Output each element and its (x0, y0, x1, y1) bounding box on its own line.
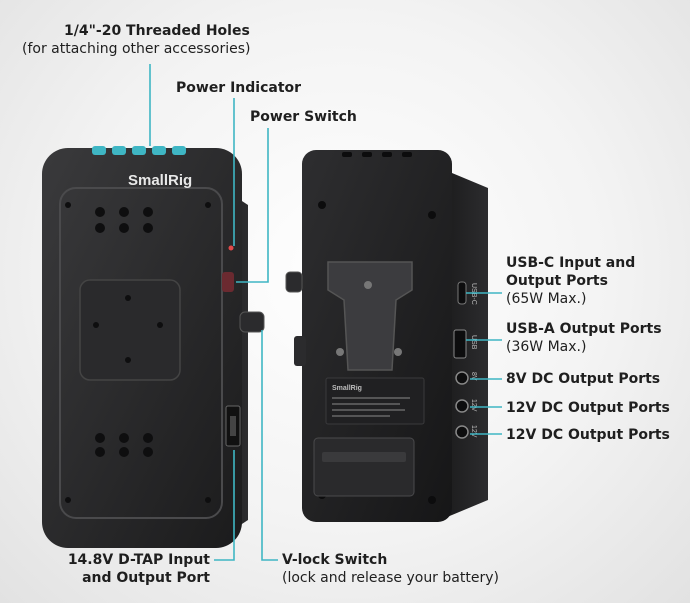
callout-lines (149, 64, 502, 561)
svg-text:12V: 12V (470, 425, 477, 438)
callout-line-dtap (214, 450, 235, 561)
callout-usb-a-note: (36W Max.) (506, 339, 587, 355)
dc-12v-port-b (455, 425, 469, 439)
svg-text:8V: 8V (470, 372, 477, 381)
screw-holes-upper (65, 202, 211, 233)
callout-line-vlock (261, 330, 278, 561)
screw-holes-lower (65, 433, 211, 503)
smallrig-logo: SmallRig (128, 172, 192, 189)
left-battery-plate: SmallRig (42, 146, 265, 548)
locking-knob[interactable] (239, 311, 265, 333)
center-mount-recess (79, 279, 181, 381)
usb-c-port (457, 281, 467, 305)
threaded-hole (92, 146, 106, 155)
svg-text:USB-C: USB-C (470, 283, 477, 305)
v-lock-latch[interactable] (313, 437, 415, 497)
right-knob[interactable] (285, 271, 303, 293)
threaded-hole (152, 146, 166, 155)
callout-line-power-switch (236, 128, 269, 283)
right-battery-plate: SmallRig USB-C USB 8V 12V 12V (285, 150, 488, 522)
callout-threaded-holes-title: 1/4"-20 Threaded Holes (64, 23, 250, 39)
callout-dtap-line2: and Output Port (82, 570, 210, 586)
callout-dc-8v: 8V DC Output Ports (506, 371, 661, 387)
callout-threaded-holes-note: (for attaching other accessories) (22, 41, 251, 57)
threaded-holes-top (92, 146, 186, 155)
threaded-hole (172, 146, 186, 155)
callout-dtap-line1: 14.8V D-TAP Input (67, 552, 210, 568)
callout-vlock-note: (lock and release your battery) (282, 570, 499, 586)
callout-dc-12v-b: 12V DC Output Ports (506, 427, 670, 443)
dc-12v-port-a (455, 399, 469, 413)
power-indicator-led (228, 245, 234, 251)
callout-vlock-title: V-lock Switch (282, 552, 388, 568)
v-mount-receiver (327, 261, 413, 371)
callout-power-indicator: Power Indicator (176, 80, 302, 96)
threaded-hole (112, 146, 126, 155)
svg-text:USB: USB (470, 335, 477, 350)
left-plate-inner-frame (59, 187, 223, 519)
product-label (325, 377, 425, 425)
callout-usb-c-line1: USB-C Input and (506, 255, 636, 271)
power-switch[interactable] (222, 272, 234, 292)
threaded-hole (132, 146, 146, 155)
callout-dc-12v-a: 12V DC Output Ports (506, 400, 670, 416)
dc-8v-port (455, 371, 469, 385)
callout-usb-c-note: (65W Max.) (506, 291, 587, 307)
svg-text:12V: 12V (470, 399, 477, 412)
svg-text:SmallRig: SmallRig (332, 385, 362, 392)
callout-usb-a-title: USB-A Output Ports (506, 321, 662, 337)
callout-power-switch: Power Switch (250, 109, 357, 125)
callout-usb-c-line2: Output Ports (506, 273, 608, 289)
usb-a-port (453, 329, 467, 359)
